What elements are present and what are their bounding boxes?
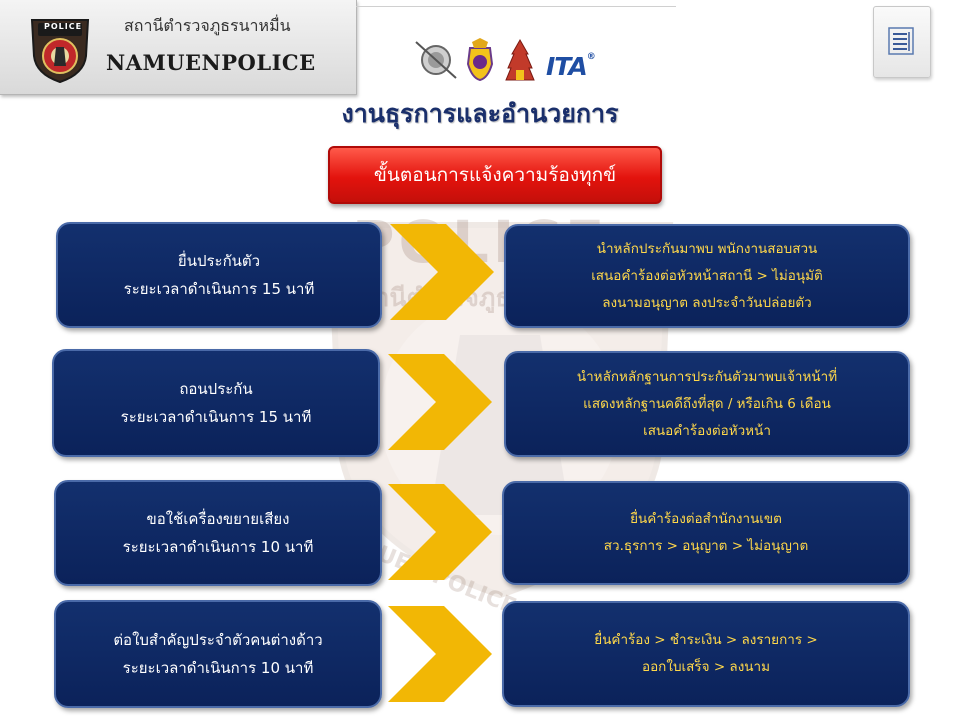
service-duration: ระยะเวลาดำเนินการ 15 นาที: [120, 408, 312, 426]
process-step: เสนอคำร้องต่อหัวหน้า: [643, 422, 771, 439]
service-name: ต่อใบสำคัญประจำตัวคนต่างด้าว: [113, 631, 323, 649]
process-step: ออกใบเสร็จ > ลงนาม: [641, 659, 771, 675]
ita-registered-mark: ®: [586, 52, 596, 62]
process-step: ลงนามอนุญาต ลงประจำวันปล่อยตัว: [602, 294, 812, 311]
chevron-arrow-icon: [388, 484, 492, 580]
station-thai-name: สถานีตำรวจภูธรนาหมื่น: [124, 16, 291, 35]
police-badge-icon: POLICE: [28, 14, 92, 84]
station-english-name: NAMUENPOLICE: [106, 50, 316, 75]
process-step: นำหลักหลักฐานการประกันตัวมาพบเจ้าหน้าที่: [576, 368, 838, 385]
chevron-arrow-icon: [390, 224, 494, 320]
service-duration: ระยะเวลาดำเนินการ 10 นาที: [122, 659, 314, 677]
process-box-withdraw-bail: นำหลักหลักฐานการประกันตัวมาพบเจ้าหน้าที่…: [504, 351, 910, 457]
service-name: ยื่นประกันตัว: [177, 252, 261, 270]
service-box-withdraw-bail: ถอนประกัน ระยะเวลาดำเนินการ 15 นาที: [52, 349, 380, 457]
temple-icon: [505, 38, 535, 81]
royal-emblem-icon: [415, 41, 457, 79]
station-header: POLICE สถานีตำรวจภูธรนาหมื่น NAMUENPOLIC…: [0, 0, 357, 95]
page-title: งานธุรการและอำนวยการ: [341, 99, 619, 128]
ministry-emblem-icon: [466, 38, 494, 82]
process-step: สว.ธุรการ > อนุญาต > ไม่อนุญาต: [603, 538, 809, 554]
service-box-loudspeaker: ขอใช้เครื่องขยายเสียง ระยะเวลาดำเนินการ …: [54, 480, 382, 586]
process-step: ยื่นคำร้องต่อสำนักงานเขต: [630, 511, 782, 527]
process-step: นำหลักประกันมาพบ พนักงานสอบสวน: [596, 240, 818, 257]
agency-logos: [412, 38, 620, 84]
process-box-bail: นำหลักประกันมาพบ พนักงานสอบสวน เสนอคำร้อ…: [504, 224, 910, 328]
section-title-banner: ขั้นตอนการแจ้งความร้องทุกข์: [328, 146, 662, 204]
service-box-alien-id: ต่อใบสำคัญประจำตัวคนต่างด้าว ระยะเวลาดำเ…: [54, 600, 382, 708]
process-step: เสนอคำร้องต่อหัวหน้าสถานี > ไม่อนุมัติ: [591, 267, 823, 284]
service-name: ถอนประกัน: [179, 380, 253, 398]
service-duration: ระยะเวลาดำเนินการ 15 นาที: [123, 280, 315, 298]
process-step: แสดงหลักฐานคดีถึงที่สุด / หรือเกิน 6 เดื…: [583, 395, 831, 412]
ita-logo-label: ITA: [546, 52, 588, 81]
process-box-alien-id: ยื่นคำร้อง > ชำระเงิน > ลงรายการ > ออกใบ…: [502, 601, 910, 707]
document-menu-icon: [888, 27, 914, 55]
ita-logo: ITA®: [546, 52, 596, 81]
process-box-loudspeaker: ยื่นคำร้องต่อสำนักงานเขต สว.ธุรการ > อนุ…: [502, 481, 910, 585]
badge-police-text: POLICE: [44, 22, 83, 31]
service-name: ขอใช้เครื่องขยายเสียง: [146, 510, 290, 528]
process-step: ยื่นคำร้อง > ชำระเงิน > ลงรายการ >: [594, 632, 818, 648]
chevron-arrow-icon: [388, 354, 492, 450]
service-duration: ระยะเวลาดำเนินการ 10 นาที: [122, 538, 314, 556]
service-box-bail: ยื่นประกันตัว ระยะเวลาดำเนินการ 15 นาที: [56, 222, 382, 328]
document-menu-button[interactable]: [873, 6, 931, 78]
header-divider: [356, 6, 676, 7]
chevron-arrow-icon: [388, 606, 492, 702]
